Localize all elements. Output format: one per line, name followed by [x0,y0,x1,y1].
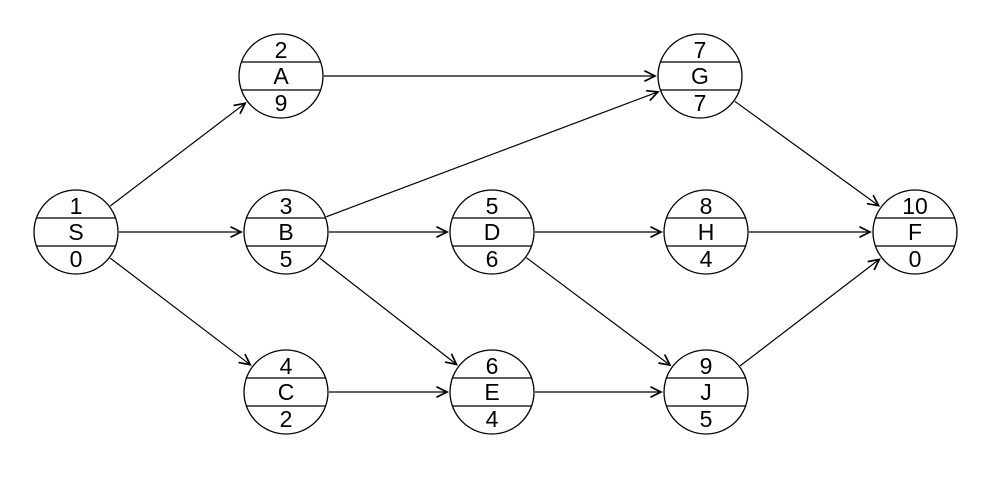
node-label: A [273,63,289,89]
node-label: E [484,379,499,405]
node-value: 2 [280,406,293,432]
node-id: 2 [275,37,288,63]
node-B: 3B5 [243,189,329,275]
edge-B-E [319,257,459,366]
node-G: 7G7 [657,33,743,119]
node-circle [243,189,329,275]
node-circle [663,349,749,435]
node-id: 6 [486,353,499,379]
node-J: 9J5 [663,349,749,435]
node-C: 4C2 [243,349,329,435]
node-value: 7 [694,90,707,116]
node-H: 8H4 [663,189,749,275]
edge-D-J [526,257,672,367]
node-id: 1 [70,193,83,219]
node-A: 2A9 [238,33,324,119]
node-circle [243,349,329,435]
node-circle [657,33,743,119]
node-label: B [278,219,293,245]
node-label: S [68,219,83,245]
node-circle [872,189,958,275]
node-label: J [700,379,712,405]
edge-G-F [734,100,881,207]
node-id: 10 [902,193,928,219]
node-value: 4 [486,406,499,432]
node-id: 4 [280,353,293,379]
node-value: 5 [280,246,293,272]
node-circle [449,349,535,435]
edge-B-G [325,89,660,218]
node-label: H [698,219,715,245]
node-label: F [908,219,922,245]
node-id: 5 [486,193,499,219]
node-value: 0 [70,246,83,272]
node-circle [663,189,749,275]
node-id: 8 [700,193,713,219]
node-circle [449,189,535,275]
node-value: 5 [700,406,713,432]
node-circle [238,33,324,119]
node-value: 4 [700,246,713,272]
node-value: 0 [909,246,922,272]
node-label: D [484,219,501,245]
node-value: 9 [275,90,288,116]
node-label: C [278,379,295,405]
edge-S-C [109,257,252,366]
node-circle [33,189,119,275]
node-value: 6 [486,246,499,272]
node-id: 9 [700,353,713,379]
node-id: 3 [280,193,293,219]
edge-J-F [739,258,881,367]
node-S: 1S0 [33,189,119,275]
node-label: G [691,63,709,89]
edge-S-A [109,102,247,207]
node-id: 7 [694,37,707,63]
node-E: 6E4 [449,349,535,435]
node-D: 5D6 [449,189,535,275]
